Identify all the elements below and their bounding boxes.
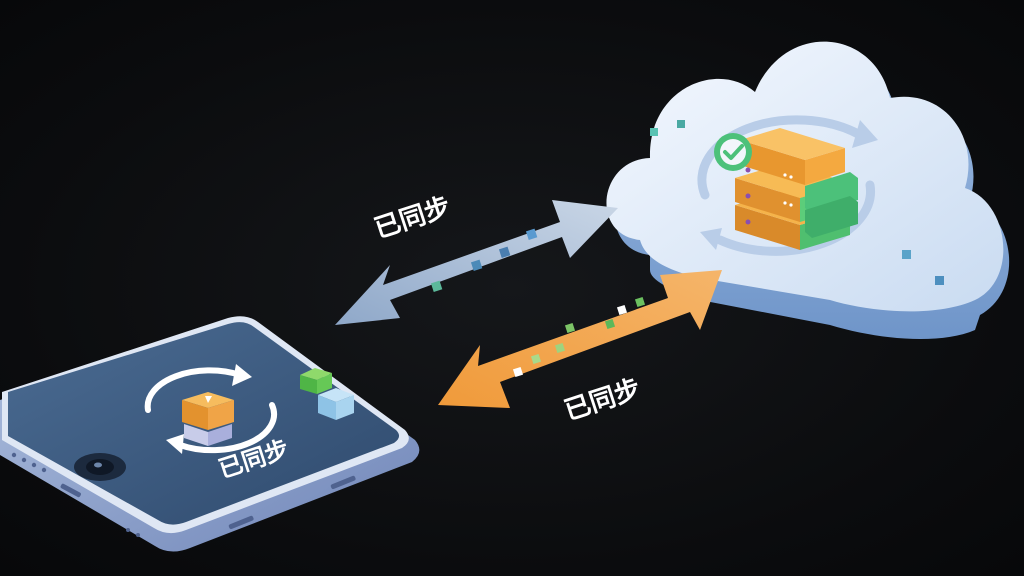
data-cube-icon bbox=[902, 250, 911, 259]
sync-icon bbox=[697, 115, 878, 256]
data-cube-icon bbox=[525, 228, 538, 240]
box-icon bbox=[182, 392, 234, 446]
data-cube-icon bbox=[318, 388, 354, 420]
data-cube-icon bbox=[530, 353, 542, 365]
data-cube-icon bbox=[616, 304, 628, 316]
data-cube-icon bbox=[512, 366, 524, 378]
lower-sync-label: 已同步 bbox=[561, 373, 645, 427]
upper-sync-label: 已同步 bbox=[371, 191, 455, 245]
data-cube-icon bbox=[604, 318, 616, 330]
upload-sync-arrow bbox=[335, 200, 618, 325]
check-icon bbox=[714, 133, 752, 171]
data-cube-icon bbox=[498, 246, 511, 258]
data-cube-icon bbox=[677, 120, 685, 128]
data-cube-icon bbox=[300, 368, 332, 394]
download-sync-arrow bbox=[438, 270, 722, 408]
server-icon bbox=[735, 128, 858, 250]
data-cube-icon bbox=[564, 322, 576, 334]
data-cube-icon bbox=[650, 128, 658, 136]
data-cube-icon bbox=[430, 280, 443, 292]
camera-icon bbox=[74, 453, 126, 481]
data-cube-icon bbox=[935, 276, 944, 285]
sync-icon bbox=[144, 364, 277, 454]
data-cube-icon bbox=[554, 342, 566, 354]
data-cube-icon bbox=[470, 259, 483, 271]
data-cube-icon bbox=[634, 296, 646, 308]
